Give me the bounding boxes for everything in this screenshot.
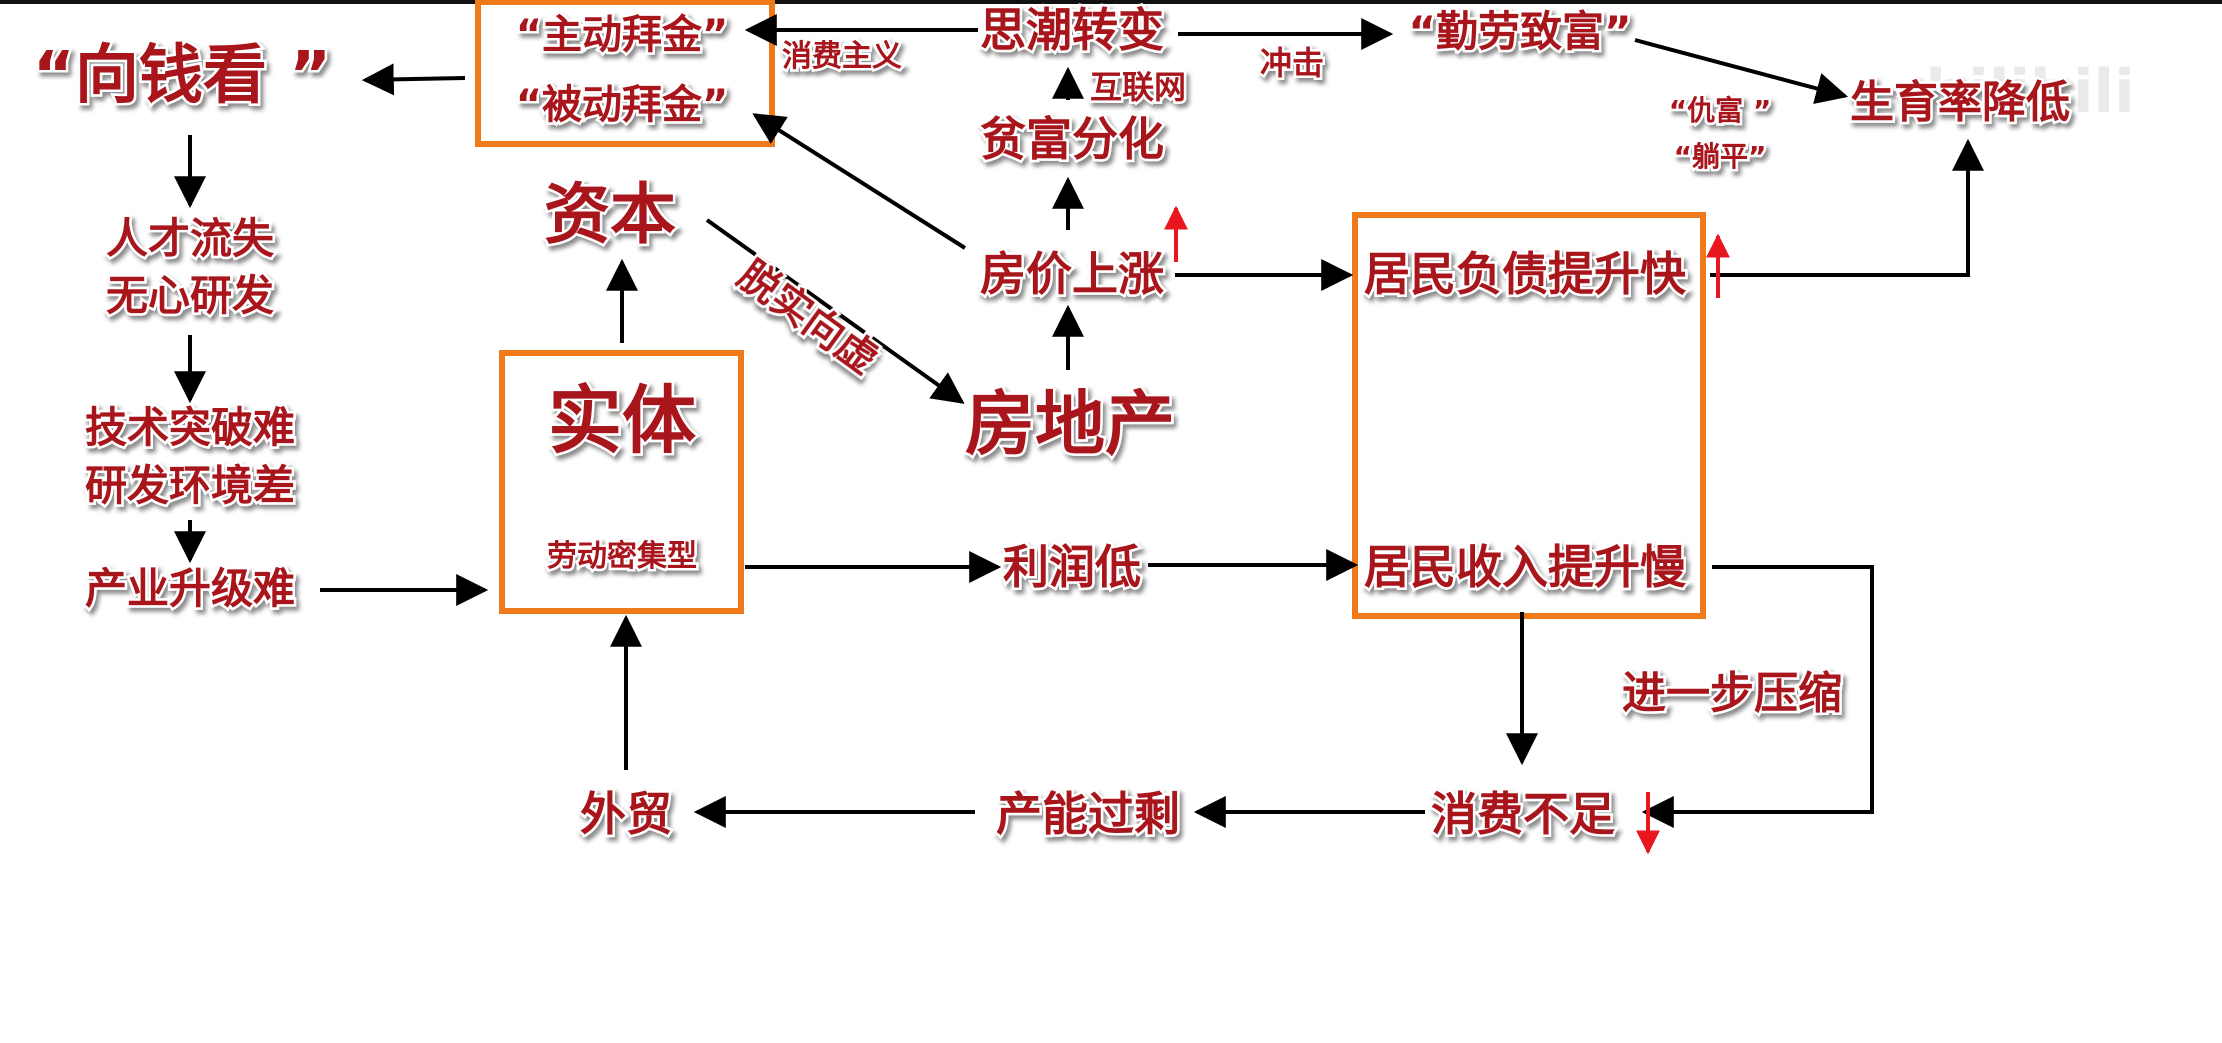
box-worship [475, 0, 775, 147]
node-trend-change: 思潮转变 [980, 3, 1164, 57]
arrow-compress-to-consumption [1641, 565, 1874, 828]
arrow-debt-to-birth [1710, 138, 1984, 277]
node-worship-active: “主动拜金” [516, 12, 729, 58]
indicators [1164, 205, 1730, 855]
node-real-estate: 房地产 [965, 383, 1175, 465]
node-talent-loss: 人才流失 [106, 214, 275, 263]
node-overcapacity: 产能过剩 [996, 787, 1180, 841]
arrow-capital-to-realestate [705, 218, 965, 404]
node-internet: 互联网 [1090, 68, 1186, 106]
node-low-consumption: 消费不足 [1431, 787, 1615, 841]
node-no-research: 无心研发 [106, 271, 274, 320]
watermark: bilibili [1925, 57, 2134, 127]
node-virtual: 脱实向虚 [729, 252, 885, 383]
node-worship-passive: “被动拜金” [516, 82, 729, 128]
arrow-diligence-to-birth [1634, 38, 1849, 105]
node-industry-upgrade: 产业升级难 [85, 564, 295, 613]
node-lie-flat: “躺平” [1674, 140, 1767, 173]
node-income: 居民收入提升慢 [1364, 540, 1687, 594]
arrow-price-to-worship [752, 113, 967, 250]
node-capital: 资本 [544, 176, 676, 253]
node-entity: 实体 [548, 378, 696, 464]
box-entity [499, 350, 744, 614]
node-diligence: “勤劳致富” [1408, 7, 1631, 56]
node-labor-intensive: 劳动密集型 [547, 539, 697, 574]
top-border [0, 0, 2222, 4]
node-research-env: 研发环境差 [85, 461, 295, 510]
node-tech-hard: 技术突破难 [85, 403, 295, 452]
node-low-profit: 利润低 [1003, 540, 1141, 594]
node-wealth-gap: 贫富分化 [980, 112, 1164, 166]
node-money-view: “向钱看 ” [33, 39, 331, 113]
node-impact: 冲击 [1260, 44, 1324, 82]
node-compress: 进一步压缩 [1622, 668, 1842, 719]
node-consumerism: 消费主义 [782, 39, 902, 74]
node-debt: 居民负债提升快 [1364, 247, 1687, 301]
node-birth-rate: 生育率降低 [1850, 77, 2070, 128]
arrows [174, 14, 1984, 828]
node-hate-rich: “仇富 ” [1669, 94, 1772, 127]
box-resident [1352, 212, 1706, 619]
node-foreign-trade: 外贸 [580, 787, 672, 841]
node-house-price: 房价上涨 [980, 247, 1164, 301]
arrow-worship-to-money [361, 63, 466, 96]
